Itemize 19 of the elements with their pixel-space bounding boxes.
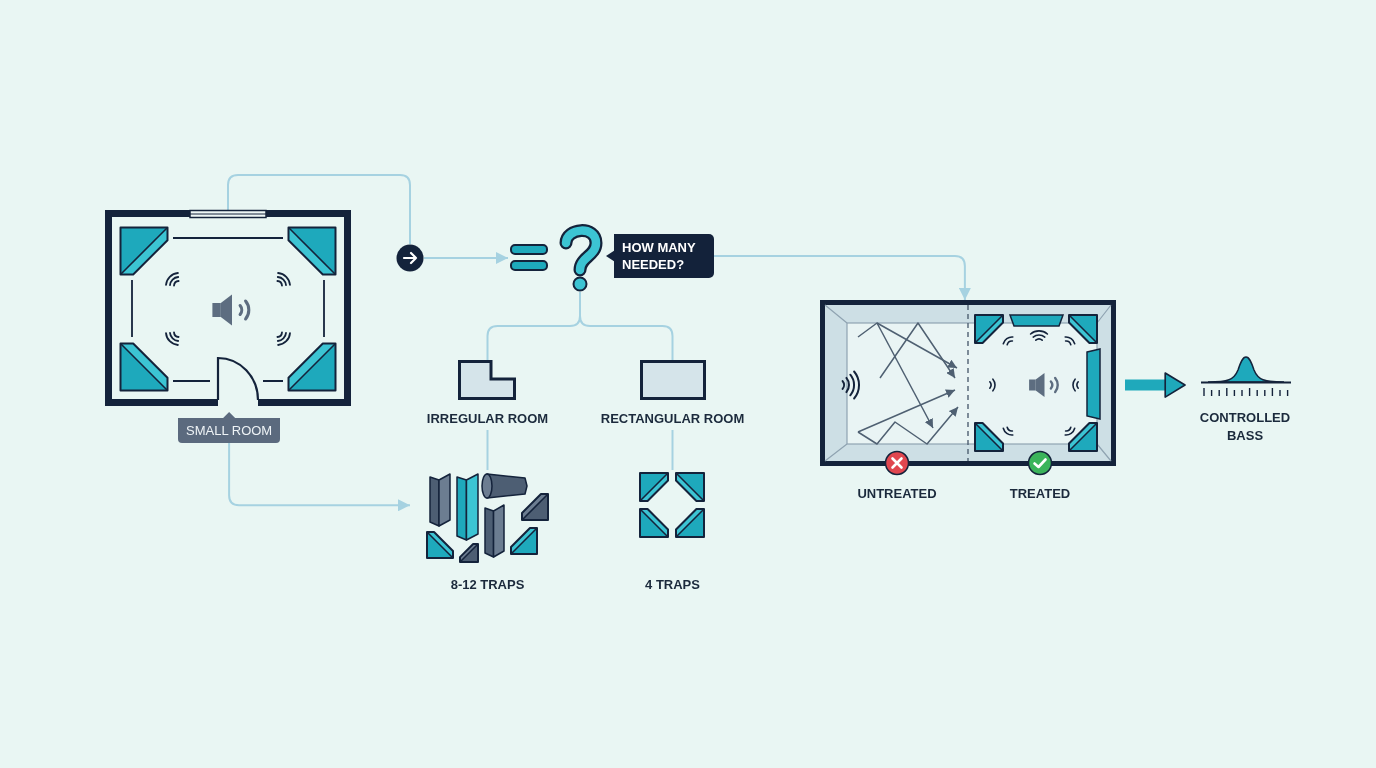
equals-question-icon <box>508 224 604 292</box>
status-label: TREATED <box>1009 485 1071 503</box>
result-label: CONTROLLED BASS <box>1199 409 1291 445</box>
arrow <box>228 442 411 512</box>
trap-count-label: 4 TRAPS <box>645 576 700 594</box>
arrow-circle-icon <box>396 244 424 272</box>
trap-count-label: 8-12 TRAPS <box>450 576 525 594</box>
room-tag: SMALL ROOM <box>178 412 281 443</box>
room-type-label: IRREGULAR ROOM <box>426 410 549 428</box>
room-type-label: RECTANGULAR ROOM <box>600 410 745 428</box>
speech-bubble: HOW MANY NEEDED? <box>606 234 714 278</box>
room-floor-plan <box>105 210 351 406</box>
connector-line <box>227 174 411 245</box>
connector-line <box>486 429 489 471</box>
status-label: UNTREATED <box>857 485 937 503</box>
connector-line <box>579 291 674 361</box>
arrow <box>423 252 509 264</box>
connector-line <box>671 429 674 471</box>
arrow <box>713 255 971 301</box>
